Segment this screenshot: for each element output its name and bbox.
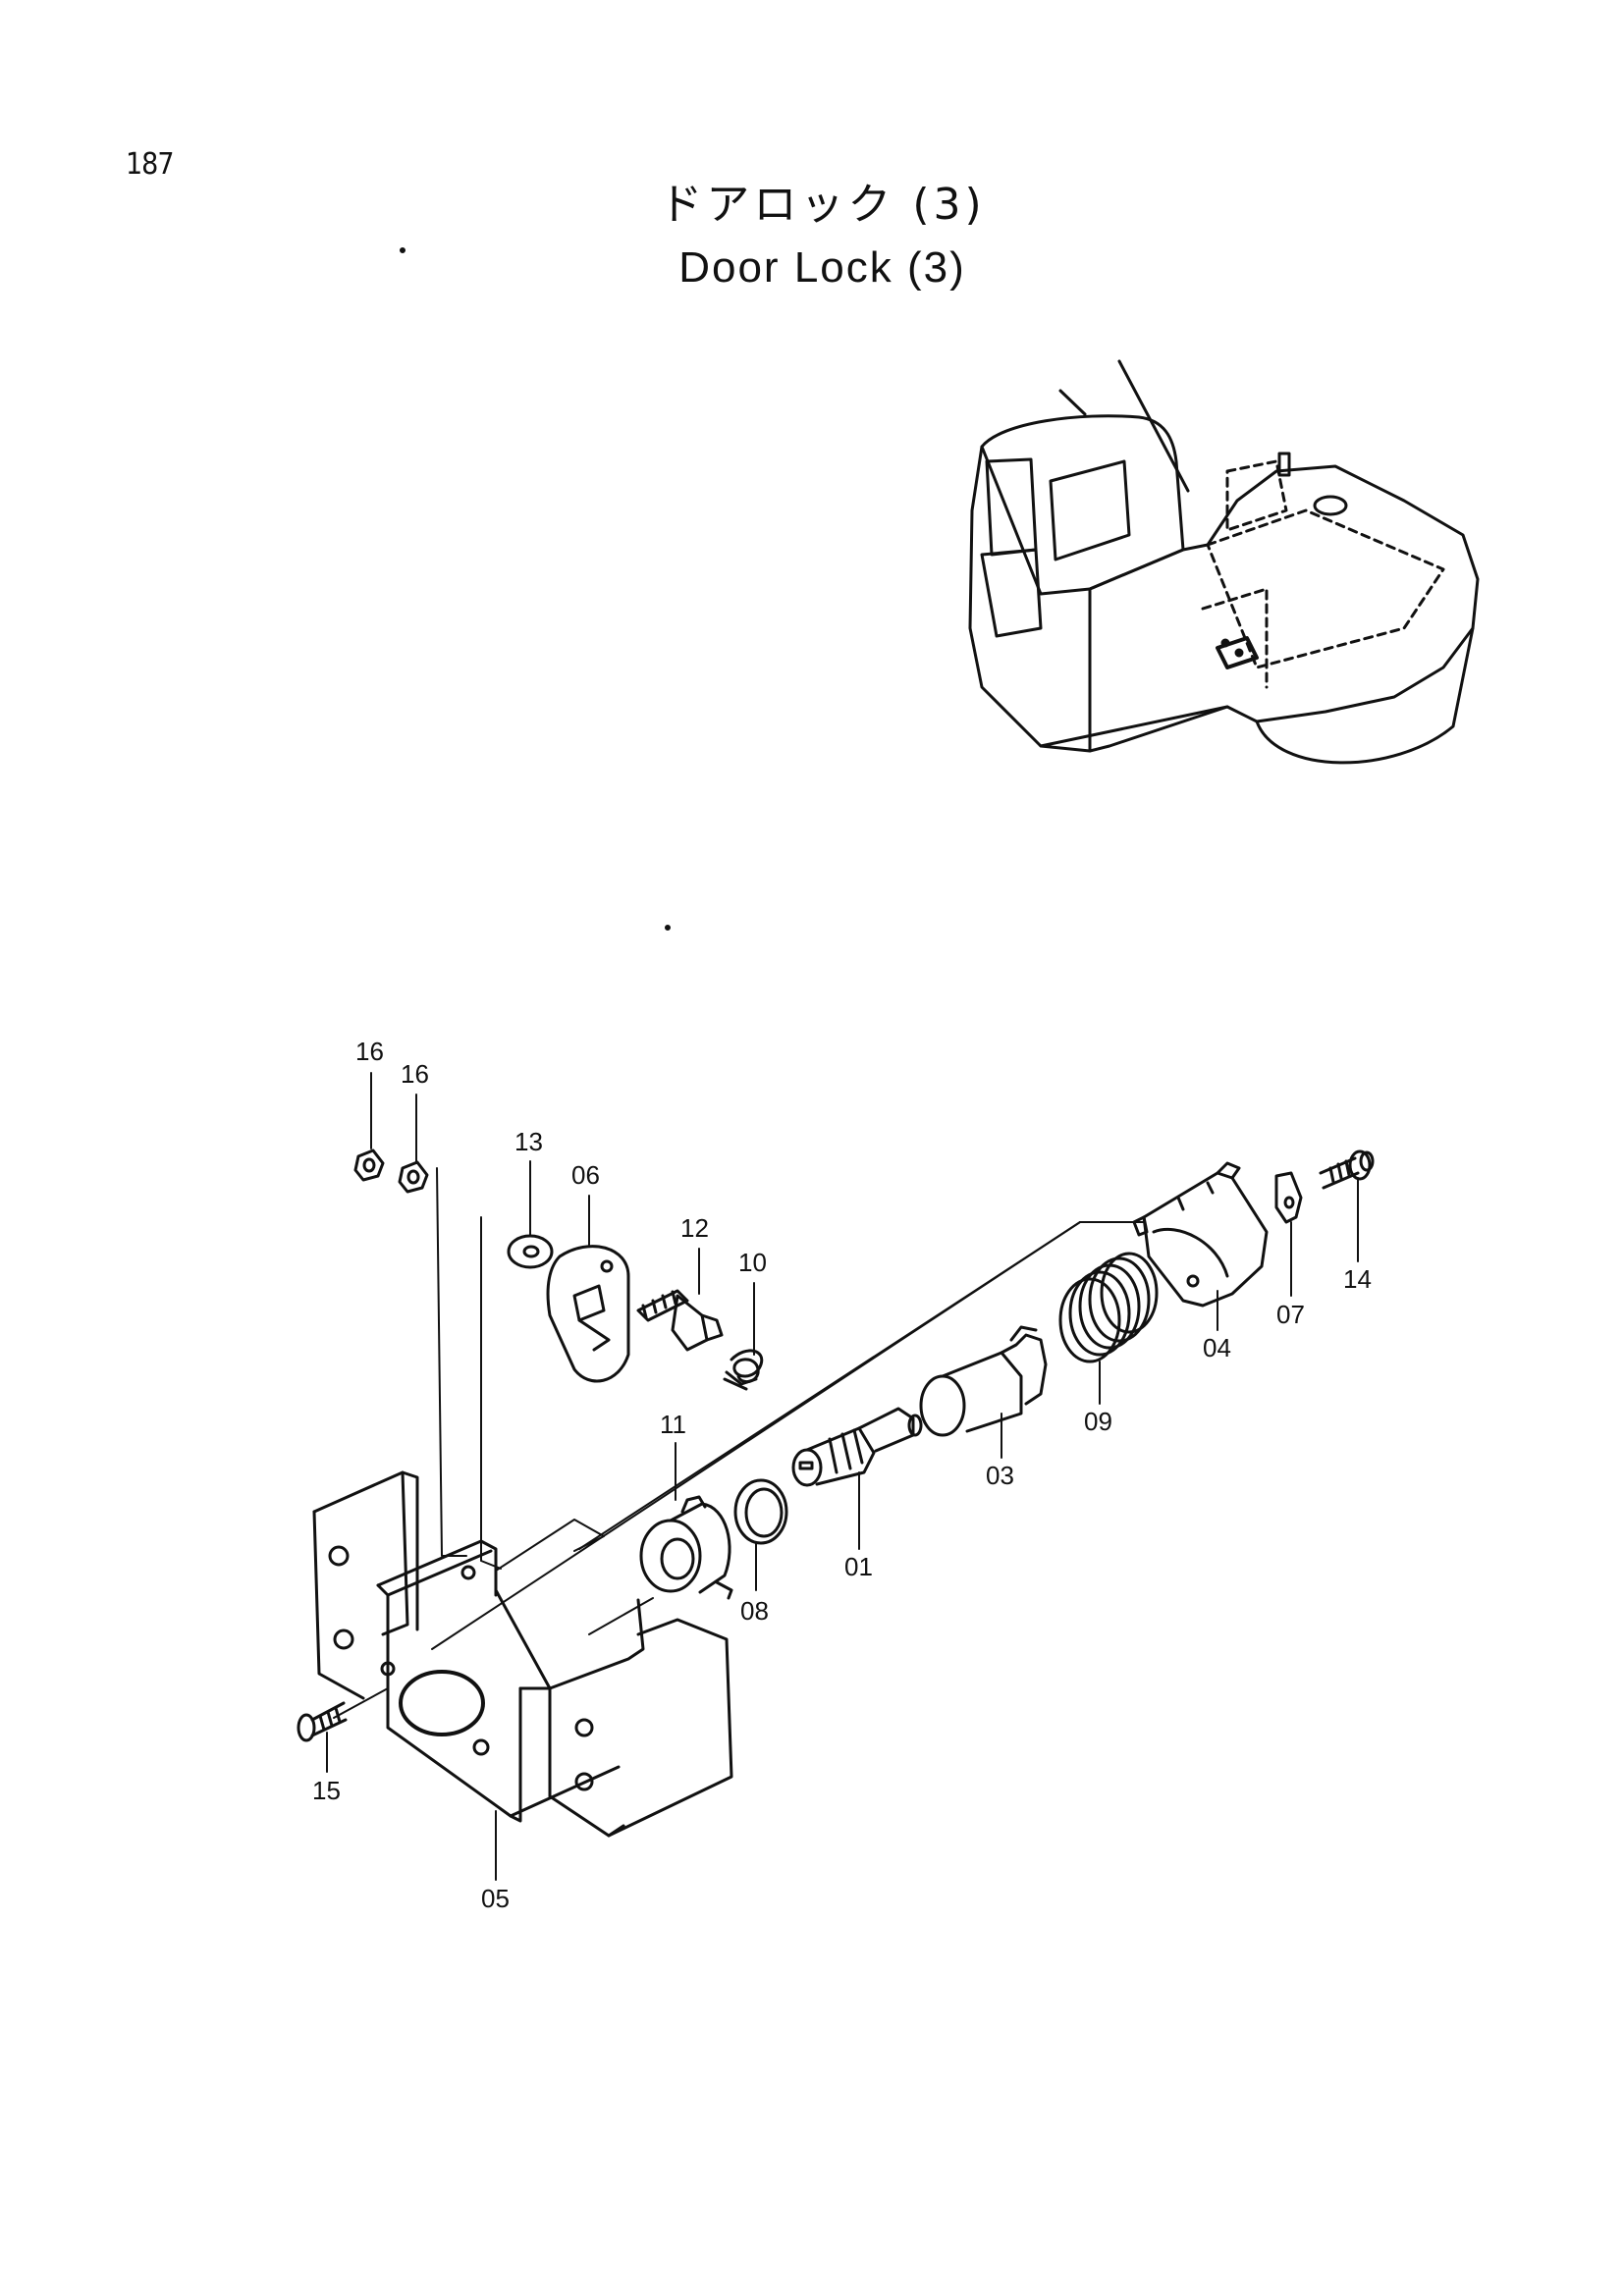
part-15-screw xyxy=(297,1701,348,1742)
part-16-nut-b xyxy=(398,1160,429,1194)
part-07-tab xyxy=(1274,1171,1303,1224)
callout-11: 11 xyxy=(660,1410,686,1439)
stray-dot xyxy=(400,247,406,253)
callout-04: 04 xyxy=(1203,1333,1231,1362)
part-03-housing xyxy=(919,1325,1048,1437)
part-09-spring xyxy=(1058,1252,1159,1363)
stray-dot xyxy=(665,925,671,931)
leader-lines xyxy=(333,1167,1145,1719)
callout-01: 01 xyxy=(844,1552,873,1581)
callout-06: 06 xyxy=(571,1160,600,1190)
callout-05: 05 xyxy=(481,1884,510,1913)
part-04-latch-body xyxy=(1132,1161,1269,1308)
title-block: ドアロック (3) Door Lock (3) xyxy=(0,169,1623,293)
part-16-nut-a xyxy=(353,1148,385,1182)
callout-labels: 16 16 13 06 12 10 11 08 01 03 09 04 07 1… xyxy=(312,1037,1372,1913)
callout-08: 08 xyxy=(740,1596,769,1626)
page-number: 187 xyxy=(126,147,175,182)
part-14-screw xyxy=(1319,1149,1375,1190)
callout-leaders xyxy=(326,1072,1359,1881)
callout-14: 14 xyxy=(1343,1264,1372,1294)
part-11-collar xyxy=(639,1495,733,1600)
title-english: Door Lock (3) xyxy=(678,243,966,292)
callout-12: 12 xyxy=(680,1213,709,1243)
callout-15: 15 xyxy=(312,1776,341,1805)
part-01-cylinder xyxy=(791,1407,923,1487)
callout-16a: 16 xyxy=(355,1037,384,1066)
title-japanese: ドアロック (3) xyxy=(659,180,986,230)
callout-16b: 16 xyxy=(401,1059,429,1089)
part-05-bracket xyxy=(312,1470,733,1838)
callout-13: 13 xyxy=(514,1127,543,1156)
part-08-ring xyxy=(733,1478,788,1545)
callout-09: 09 xyxy=(1084,1407,1112,1436)
part-06-cam-plate xyxy=(546,1245,630,1383)
callout-03: 03 xyxy=(986,1461,1014,1490)
part-13-washer xyxy=(507,1234,554,1269)
part-12-bolt xyxy=(636,1289,724,1352)
callout-07: 07 xyxy=(1276,1300,1305,1329)
excavator-overview xyxy=(968,359,1480,765)
callout-10: 10 xyxy=(738,1248,767,1277)
part-10-spring xyxy=(723,1349,764,1391)
